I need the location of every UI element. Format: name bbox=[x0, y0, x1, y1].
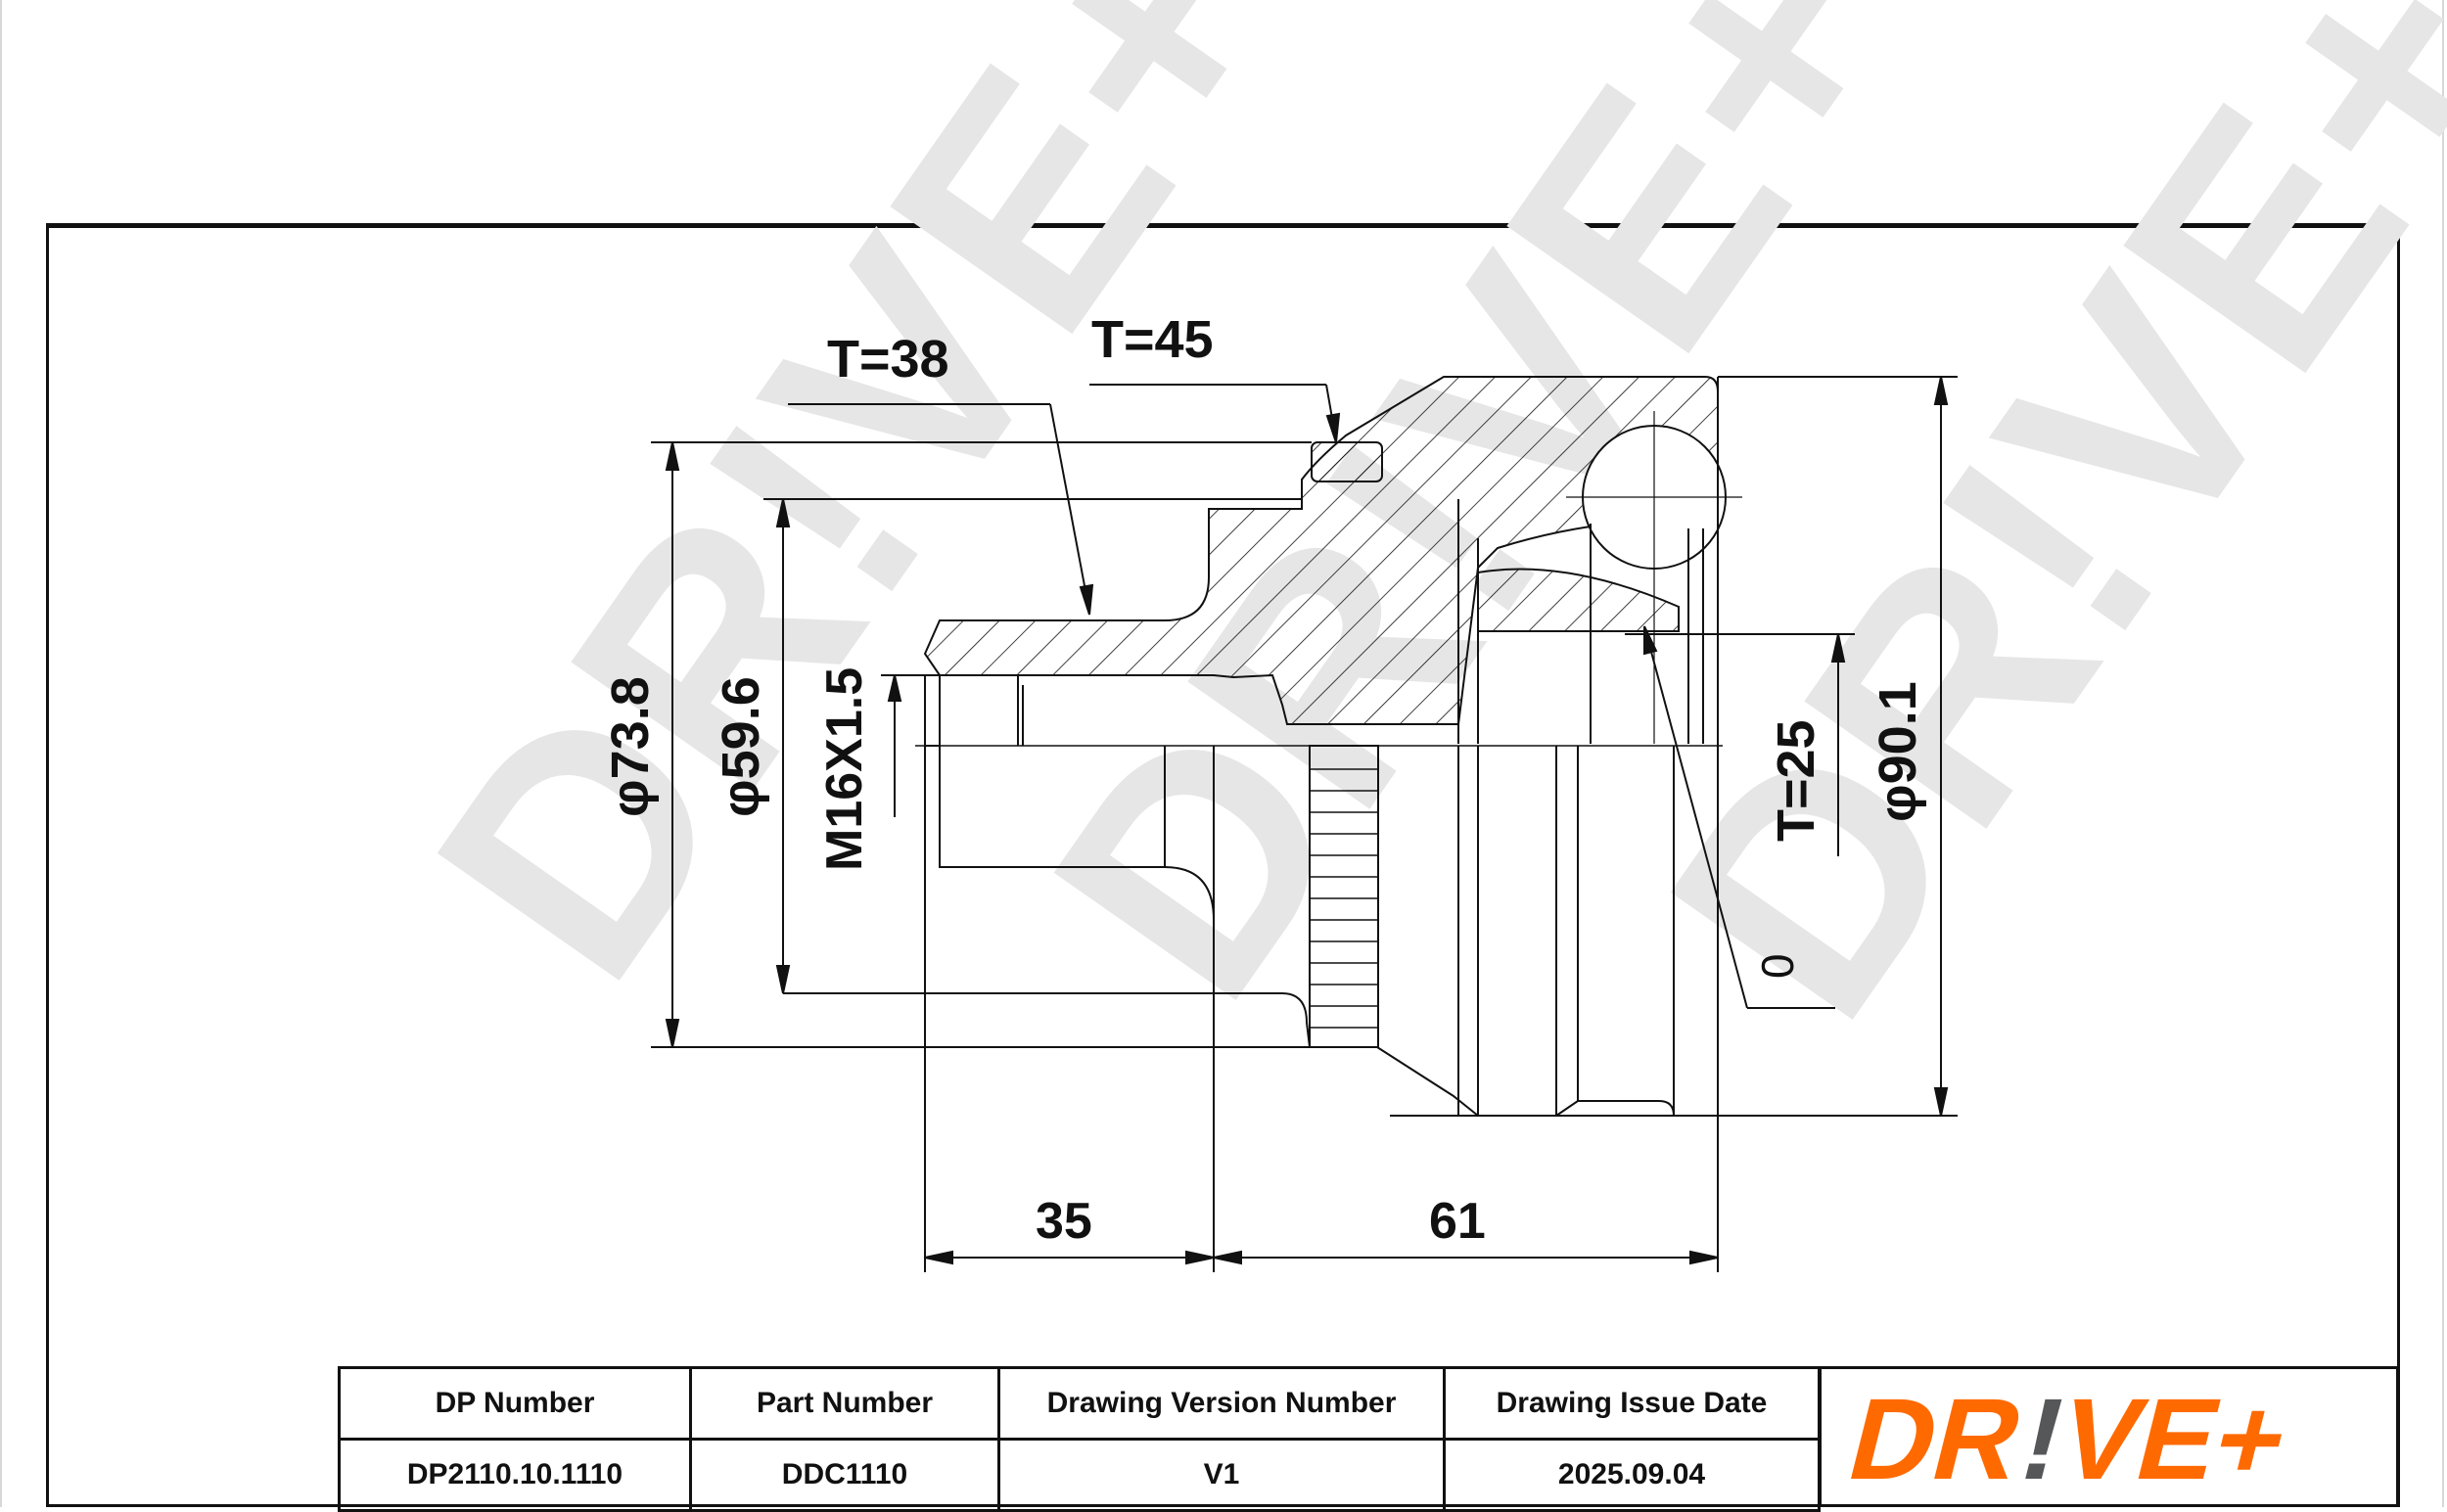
value-dp-number: DP2110.10.1110 bbox=[338, 1438, 692, 1512]
dim-diameter-a: φ73.8 bbox=[601, 676, 660, 817]
dim-diameter-b: φ59.6 bbox=[712, 676, 770, 817]
header-part-number: Part Number bbox=[689, 1366, 1000, 1441]
drive-logo-icon: DR ! VE+ bbox=[1837, 1376, 2301, 1504]
value-issue-date: 2025.09.04 bbox=[1443, 1438, 1821, 1512]
title-block: DP Number Part Number Drawing Version Nu… bbox=[338, 1366, 2399, 1512]
dim-length-right: 61 bbox=[1429, 1193, 1486, 1250]
dimension-labels: φ73.8 φ59.6 M16X1.5 φ90.1 T=25 0 T=38 T=… bbox=[601, 310, 1927, 1250]
dimension-lines bbox=[651, 376, 1958, 1272]
dim-diameter-outer: φ90.1 bbox=[1869, 681, 1927, 822]
brand-logo: DR ! VE+ bbox=[1819, 1366, 2399, 1507]
header-drawing-version: Drawing Version Number bbox=[997, 1366, 1446, 1441]
dim-thread: M16X1.5 bbox=[816, 667, 873, 871]
dim-length-left: 35 bbox=[1036, 1193, 1092, 1250]
svg-text:DR: DR bbox=[1837, 1376, 2036, 1504]
callout-teeth-inner: T=38 bbox=[827, 330, 949, 389]
callout-teeth-spline: T=25 bbox=[1767, 719, 1825, 842]
value-drawing-version: V1 bbox=[997, 1438, 1446, 1512]
header-dp-number: DP Number bbox=[338, 1366, 692, 1441]
header-issue-date: Drawing Issue Date bbox=[1443, 1366, 1821, 1441]
callout-teeth-abs: T=45 bbox=[1091, 310, 1214, 369]
value-part-number: DDC1110 bbox=[689, 1438, 1000, 1512]
callout-seal: 0 bbox=[1752, 953, 1803, 979]
svg-text:VE+: VE+ bbox=[2048, 1376, 2301, 1504]
part-outline bbox=[651, 376, 1742, 1272]
